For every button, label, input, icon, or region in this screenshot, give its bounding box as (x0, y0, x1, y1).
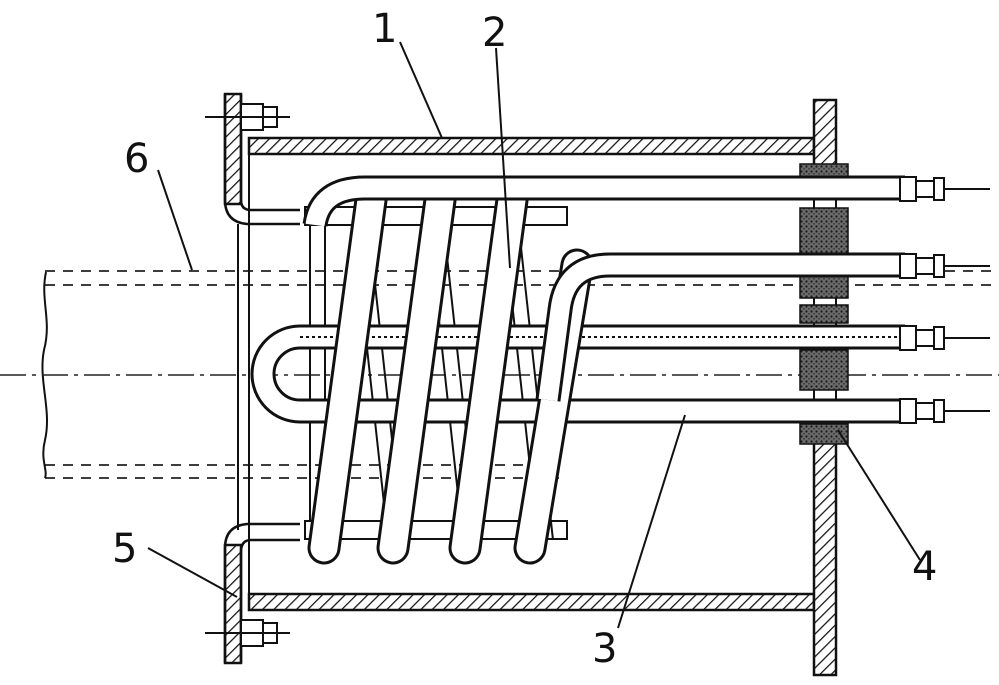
u-bend-pipes (250, 324, 905, 424)
seal-block-3 (799, 275, 849, 299)
label-6: 6 (124, 136, 149, 182)
pipe-fittings (899, 176, 990, 424)
leader-6 (157, 169, 193, 271)
fitting-2 (899, 253, 990, 279)
leader-lines (147, 41, 921, 629)
fitting-3 (899, 325, 990, 351)
leader-4 (837, 429, 921, 561)
inlet-pipe-top (302, 175, 905, 228)
leader-5 (147, 547, 238, 598)
label-2: 2 (482, 10, 507, 56)
flange-bottom (205, 522, 300, 665)
fitting-1 (899, 176, 990, 202)
leader-2 (495, 47, 511, 269)
flange-top (205, 92, 300, 226)
label-5: 5 (112, 526, 137, 572)
seal-block-5 (799, 349, 849, 391)
inlet-pipe-second (535, 252, 905, 402)
seal-block-2 (799, 207, 849, 261)
leader-1 (399, 41, 443, 139)
fitting-4 (899, 398, 990, 424)
seal-block-6 (799, 423, 849, 445)
label-4: 4 (912, 544, 937, 590)
label-3: 3 (592, 626, 617, 672)
label-1: 1 (372, 6, 397, 52)
reference-labels: 1 2 3 4 5 6 (112, 6, 937, 672)
leader-3 (617, 414, 686, 629)
seal-block-4 (799, 304, 849, 324)
